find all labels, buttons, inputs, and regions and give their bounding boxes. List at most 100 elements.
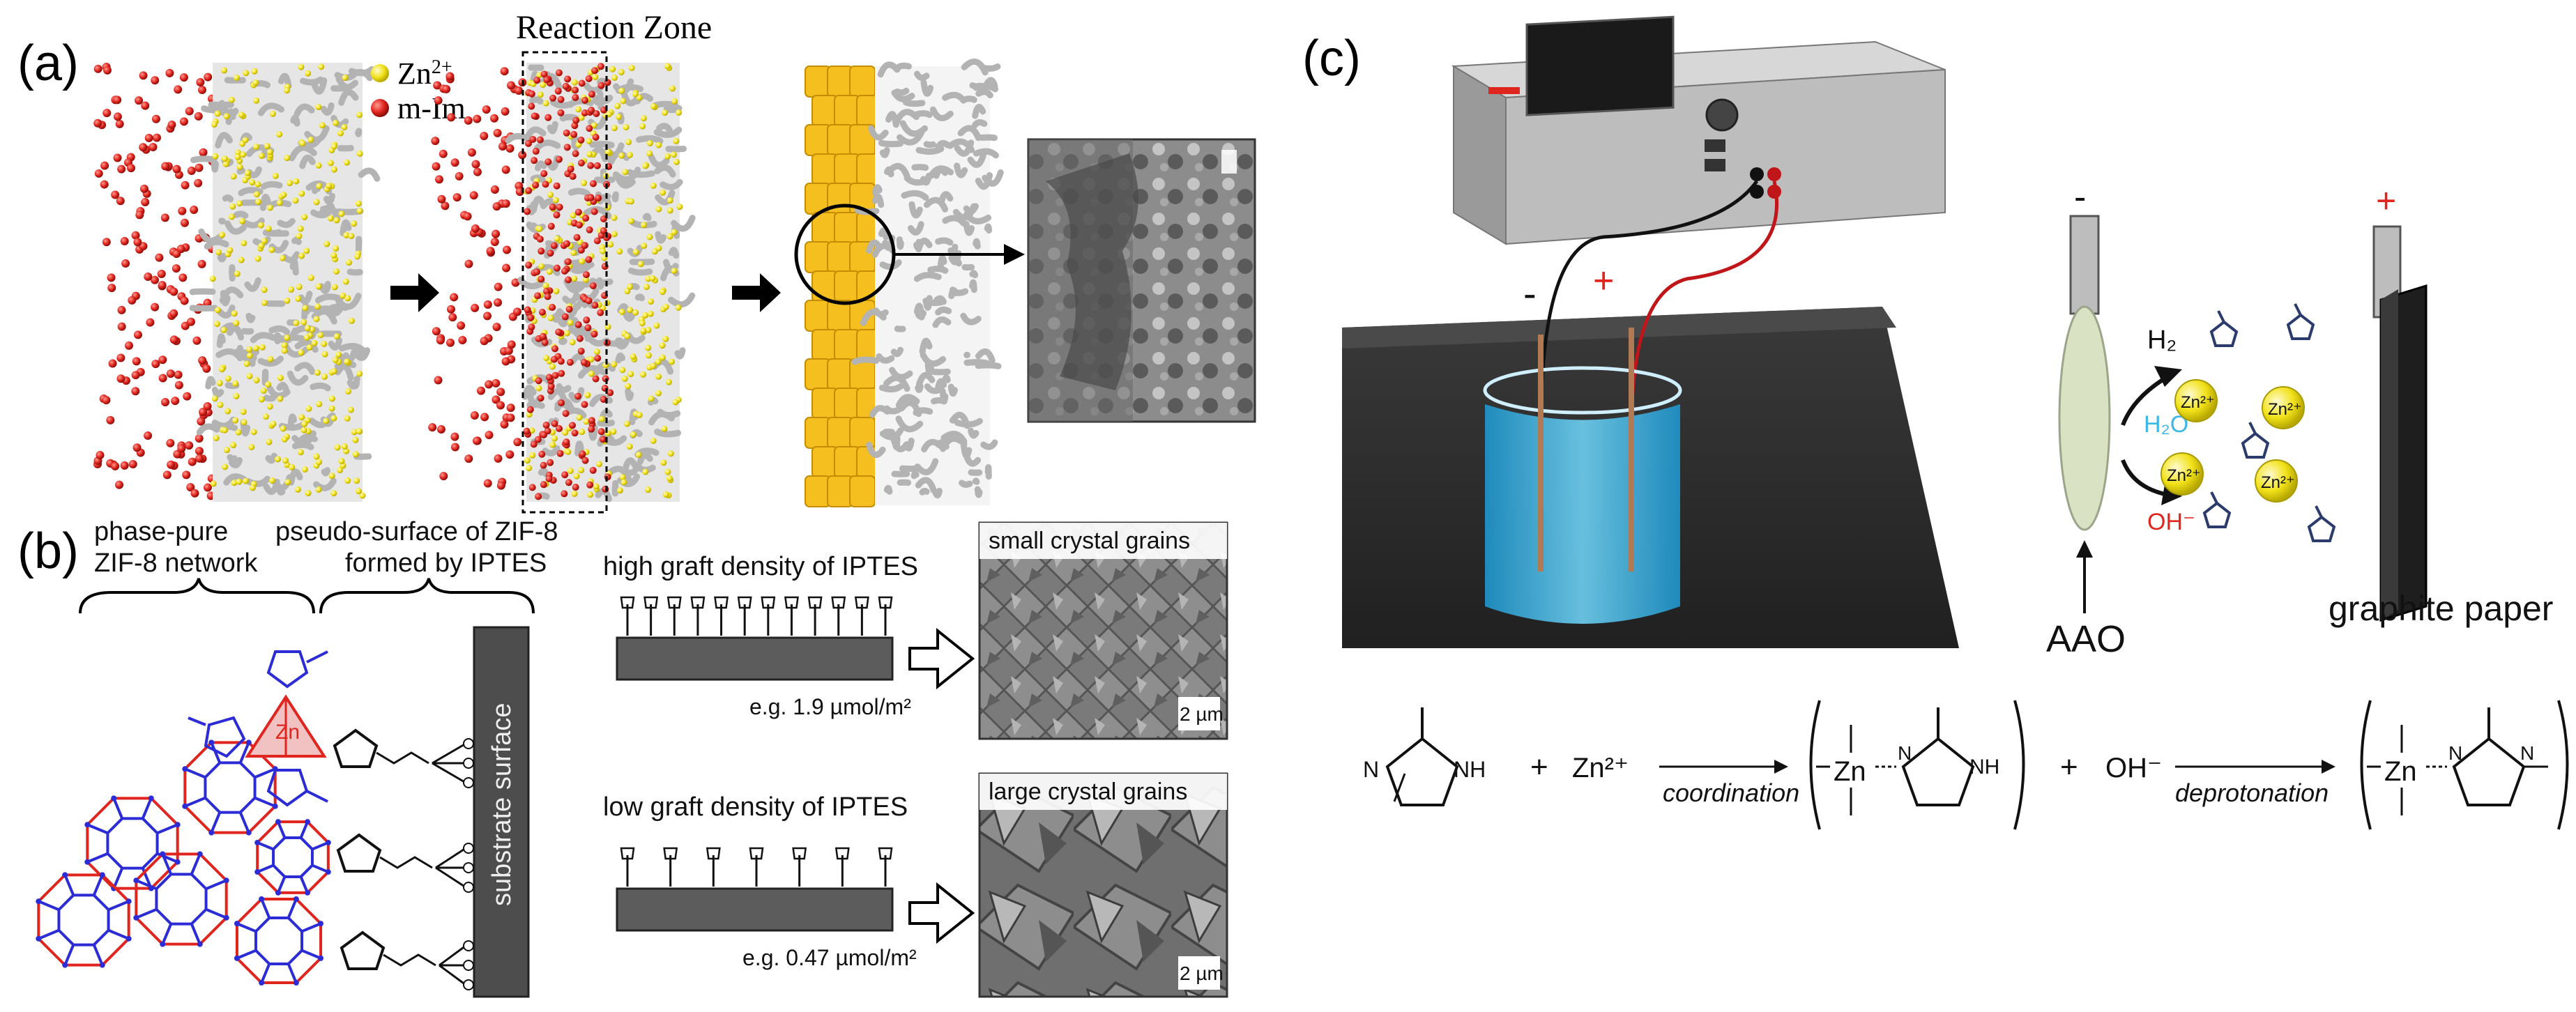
zn-dot	[664, 63, 671, 70]
mim-dot	[571, 122, 579, 130]
zn-dot	[240, 408, 247, 415]
pore-tube	[975, 89, 993, 99]
zn-dot	[623, 420, 630, 427]
mim-dot	[578, 79, 586, 87]
mim-dot	[500, 420, 509, 429]
zn-dot	[318, 63, 325, 70]
zn-dot	[551, 435, 558, 442]
zn-dot	[611, 125, 618, 132]
zn-dot	[215, 249, 222, 256]
zn-dot	[655, 373, 662, 380]
pore-tube	[642, 213, 652, 222]
mim-dot	[572, 86, 579, 94]
zn-dot	[620, 479, 627, 486]
lattice-link	[287, 898, 298, 919]
zn-dot	[662, 109, 669, 116]
zn-dot	[222, 427, 229, 434]
pore-tube	[963, 454, 982, 467]
graft-head	[663, 847, 678, 860]
pore-tube	[665, 145, 687, 153]
pore-tube	[932, 316, 952, 328]
lattice-node	[272, 803, 278, 809]
pore-tube	[978, 134, 998, 141]
imidazolyl-ring	[340, 930, 386, 970]
pore-tube	[960, 442, 973, 459]
zn-dot	[619, 474, 626, 481]
mim-molecules	[2202, 303, 2336, 542]
electrode-minus-label: -	[1523, 271, 1537, 315]
mim-dot	[458, 336, 467, 345]
pore-tube	[217, 252, 227, 263]
pore-tube	[942, 91, 967, 104]
lattice-inner	[254, 916, 304, 966]
zn-dot	[338, 210, 345, 217]
pore-tube	[919, 487, 930, 496]
mim-dot	[585, 297, 593, 305]
zif8-crystal	[849, 475, 876, 507]
mim-dot	[450, 443, 459, 452]
pore-tube	[524, 126, 547, 141]
zn-dot	[575, 106, 582, 113]
power-knob-icon[interactable]	[1705, 98, 1739, 132]
zn-dot	[211, 395, 218, 402]
mim-dot	[121, 259, 130, 268]
pore-tube	[265, 452, 277, 464]
zn-dot	[223, 113, 230, 120]
lattice-node	[62, 962, 68, 968]
zn-dot	[636, 412, 643, 419]
zn-dot	[666, 207, 673, 214]
graft-head	[792, 847, 807, 860]
pore-tube	[942, 215, 967, 227]
zn-dot	[579, 258, 586, 265]
zn-dot	[645, 352, 652, 359]
pore-tube	[653, 126, 683, 138]
terminal-red-icon[interactable]	[1767, 167, 1781, 181]
zn-dot	[254, 181, 261, 187]
zn-dot	[356, 112, 363, 118]
pore-tube	[889, 367, 913, 381]
zn-dot	[264, 143, 270, 150]
zn-dot	[296, 284, 303, 291]
lattice-link	[238, 742, 250, 764]
mim-dot	[131, 231, 140, 240]
imidazolyl-ring	[336, 833, 382, 873]
mim-dot	[563, 240, 571, 247]
zn-dot	[673, 137, 680, 144]
mim-dot	[502, 263, 511, 273]
zn-dot	[547, 192, 554, 199]
mim-dot	[442, 84, 451, 93]
zn-dot	[639, 320, 646, 327]
legend-zn-label: Zn	[397, 56, 432, 91]
pore-tube	[895, 415, 924, 433]
zn-dot	[236, 200, 243, 207]
pore-tube	[574, 440, 584, 457]
mim-dot	[131, 387, 140, 396]
zn-dot	[243, 70, 250, 77]
mim-dot	[573, 233, 581, 241]
lattice-link	[107, 928, 130, 940]
mim-dot	[530, 440, 538, 448]
mim-dot	[496, 388, 505, 397]
zn-dot	[620, 98, 627, 105]
pore-tube	[867, 125, 889, 141]
pore-tube	[530, 174, 546, 183]
mim-dot	[115, 119, 124, 128]
zn-dot	[213, 434, 220, 441]
zn-dot	[341, 443, 348, 450]
pore-tube	[567, 187, 591, 197]
zif8-crystal	[827, 358, 853, 390]
zn-dot	[288, 286, 295, 293]
mim-dot	[582, 215, 590, 222]
terminal-black-icon[interactable]	[1750, 167, 1764, 181]
zn-dot	[304, 325, 311, 332]
mim-dot	[135, 96, 144, 105]
zn-dot	[313, 316, 320, 323]
zn-ion-ball	[2262, 386, 2305, 429]
mim-dot	[111, 461, 120, 470]
zn-dot	[236, 478, 243, 485]
zn-dot	[282, 457, 289, 464]
mim-dot	[538, 247, 545, 255]
pore-tube	[895, 394, 920, 409]
lattice-link	[210, 742, 222, 764]
oxygen-atom	[463, 882, 474, 893]
